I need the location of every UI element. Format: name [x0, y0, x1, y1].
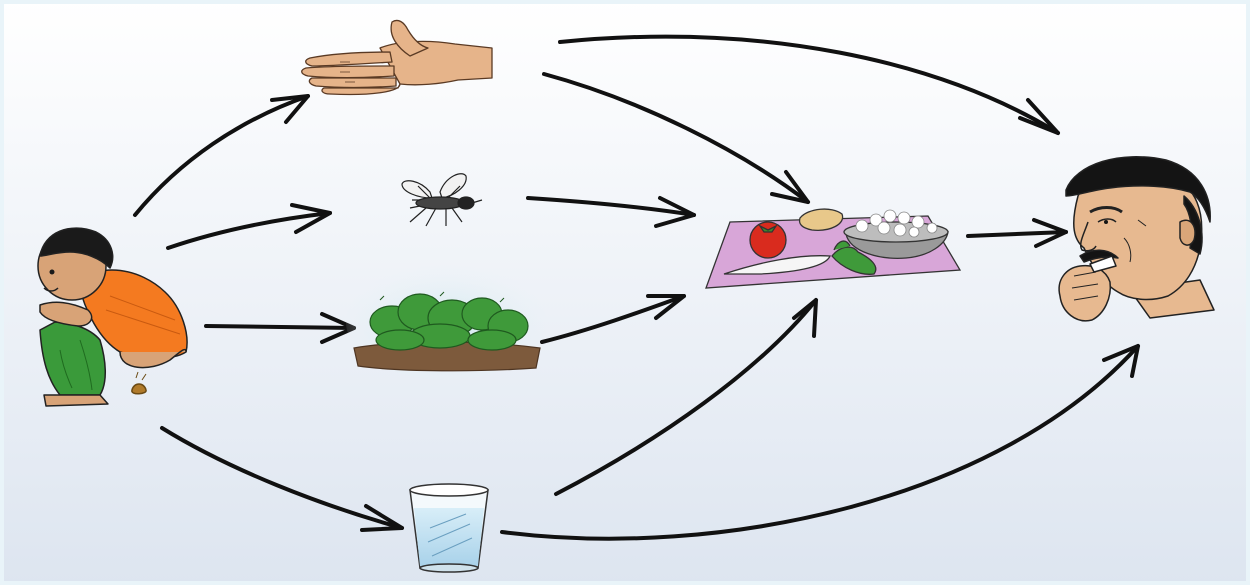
bush-field-icon	[346, 264, 546, 380]
water-glass-icon	[410, 484, 488, 572]
man-eating-icon	[1059, 157, 1214, 321]
